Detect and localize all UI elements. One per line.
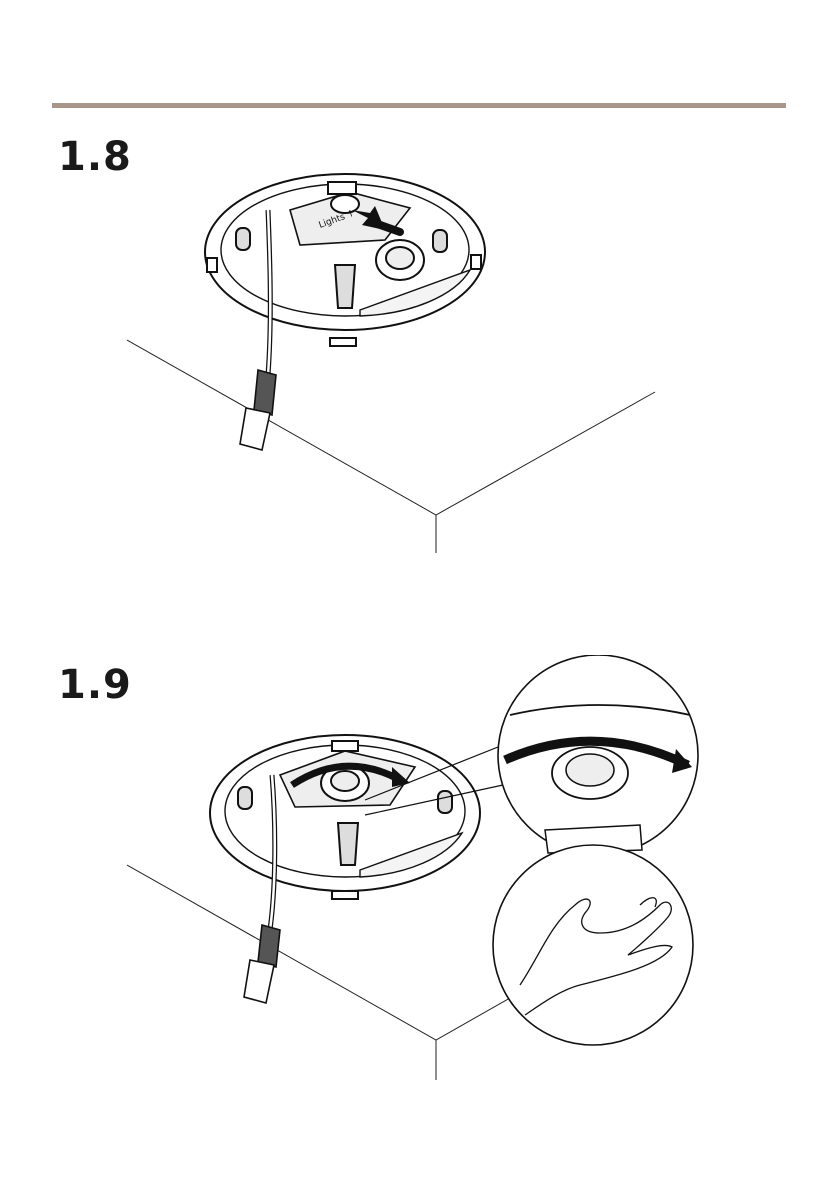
ceiling-edge-line [127, 865, 510, 1040]
bracket-icon [210, 735, 480, 899]
rotation-illustration [0, 655, 839, 1085]
ceiling-edge-line [127, 340, 655, 515]
bracket-icon [205, 174, 485, 346]
hand-detail-circle [493, 845, 693, 1045]
mounting-bracket-illustration: Lights ↑ [0, 170, 839, 560]
header-rule [52, 103, 786, 108]
detail-zoom-circle [498, 655, 698, 855]
